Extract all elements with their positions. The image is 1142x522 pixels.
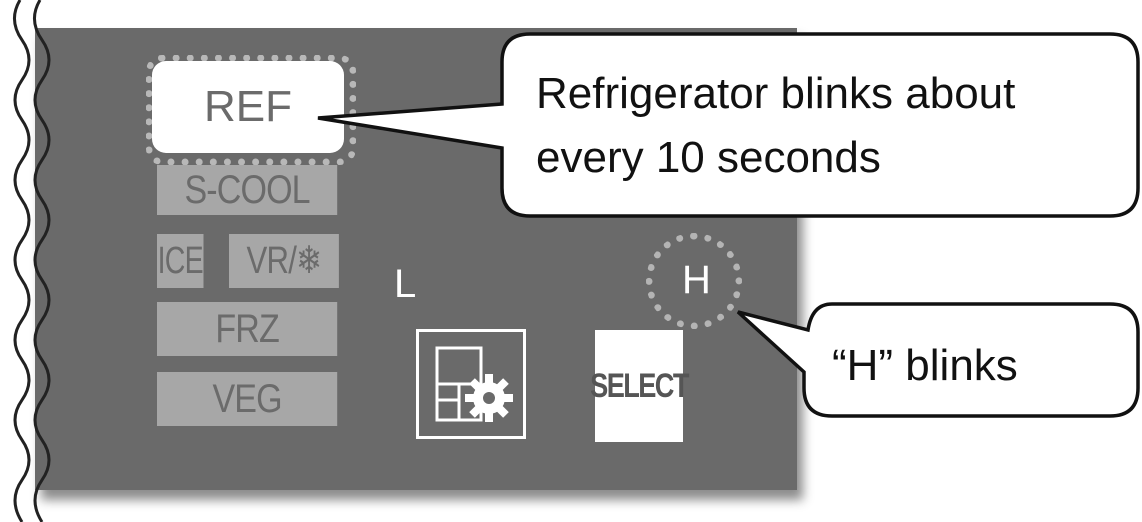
ice-button[interactable]: ICE xyxy=(157,234,204,288)
ref-callout-text: Refrigerator blinks about every 10 secon… xyxy=(536,62,1015,190)
vr-label: VR/❄ xyxy=(246,240,323,282)
frz-label: FRZ xyxy=(215,307,279,351)
s-cool-button[interactable]: S-COOL xyxy=(157,165,338,215)
frz-button[interactable]: FRZ xyxy=(157,302,338,356)
ref-button-label: REF xyxy=(204,82,292,131)
h-callout-text: “H” blinks xyxy=(832,341,1018,390)
h-callout-bubble xyxy=(736,302,1140,418)
vr-button[interactable]: VR/❄ xyxy=(229,234,339,288)
h-blink-ring xyxy=(646,233,742,329)
level-low-indicator: L xyxy=(394,262,417,306)
select-label: SELECT xyxy=(590,366,689,405)
settings-button[interactable] xyxy=(416,329,526,439)
level-high-indicator: H xyxy=(682,258,711,302)
ref-blink-indicator xyxy=(146,55,356,165)
ref-callout-bubble xyxy=(317,32,1140,218)
veg-button[interactable]: VEG xyxy=(157,372,338,426)
veg-label: VEG xyxy=(212,377,282,421)
s-cool-label: S-COOL xyxy=(184,168,310,212)
ref-button[interactable]: REF xyxy=(152,61,344,153)
ref-callout-line2: every 10 seconds xyxy=(536,132,881,182)
ref-callout-line1: Refrigerator blinks about xyxy=(536,69,1016,118)
torn-edge xyxy=(13,0,51,522)
settings-gear-icon xyxy=(435,346,513,422)
ice-label: ICE xyxy=(157,240,204,282)
select-button[interactable]: SELECT xyxy=(590,330,689,442)
